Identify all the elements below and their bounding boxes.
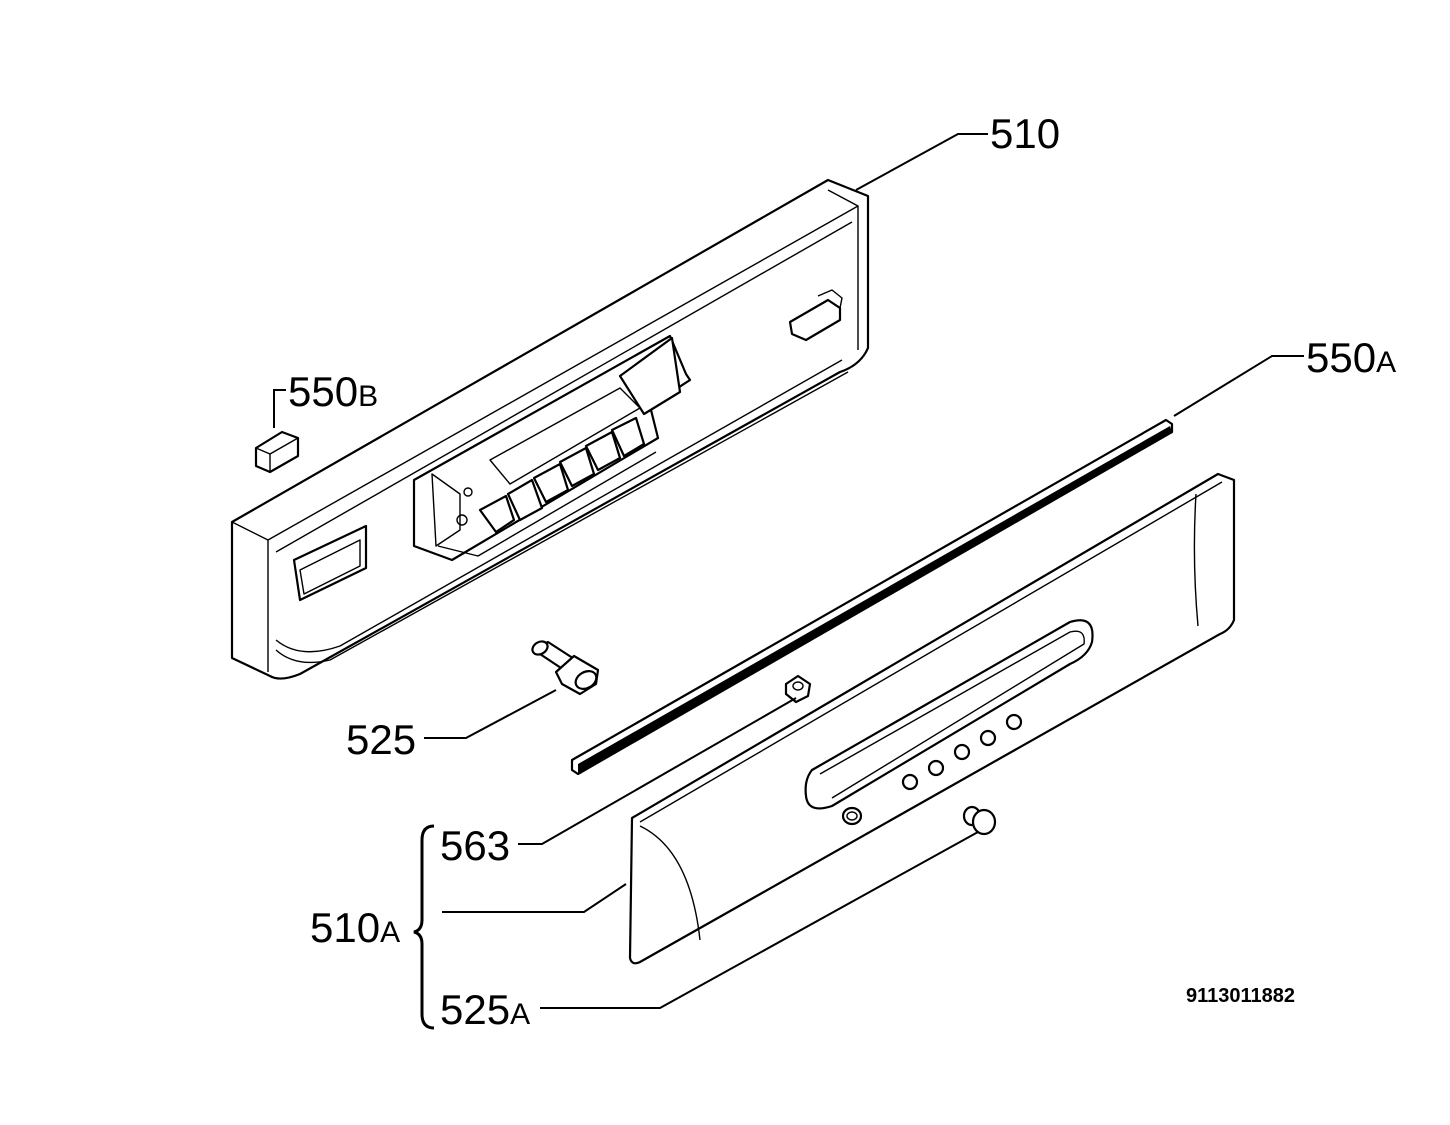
label-525a: 525A <box>440 986 530 1033</box>
label-550a-number: 550 <box>1306 334 1376 381</box>
label-550b: 550B <box>288 368 378 415</box>
label-510: 510 <box>990 110 1060 157</box>
strip-550a <box>570 418 1174 776</box>
front-panel-510a <box>628 472 1236 965</box>
label-525a-number: 525 <box>440 986 510 1033</box>
label-550a: 550A <box>1306 334 1396 381</box>
label-510a-suffix: A <box>380 916 400 949</box>
bolt-525 <box>531 640 600 696</box>
switch-module <box>412 334 692 562</box>
leader-525 <box>424 689 557 739</box>
label-525a-suffix: A <box>510 998 530 1031</box>
nut-563 <box>784 674 812 704</box>
leader-525a <box>540 831 979 1009</box>
label-550a-suffix: A <box>1376 346 1396 379</box>
knob-525a <box>962 805 997 836</box>
leader-510 <box>855 133 988 191</box>
label-525: 525 <box>346 716 416 763</box>
leader-550a <box>1173 355 1304 417</box>
group-brace <box>413 824 435 1030</box>
leader-563 <box>518 697 797 845</box>
label-510a-number: 510 <box>310 904 380 951</box>
label-563: 563 <box>440 822 510 869</box>
label-550b-number: 550 <box>288 368 358 415</box>
leader-510a <box>442 883 627 913</box>
block-550b <box>254 430 300 474</box>
control-panel-housing-510 <box>230 178 870 680</box>
document-number: 9113011882 <box>1186 985 1295 1007</box>
label-510a: 510A <box>310 904 400 951</box>
label-550b-suffix: B <box>358 380 378 413</box>
leader-550b <box>273 389 286 428</box>
